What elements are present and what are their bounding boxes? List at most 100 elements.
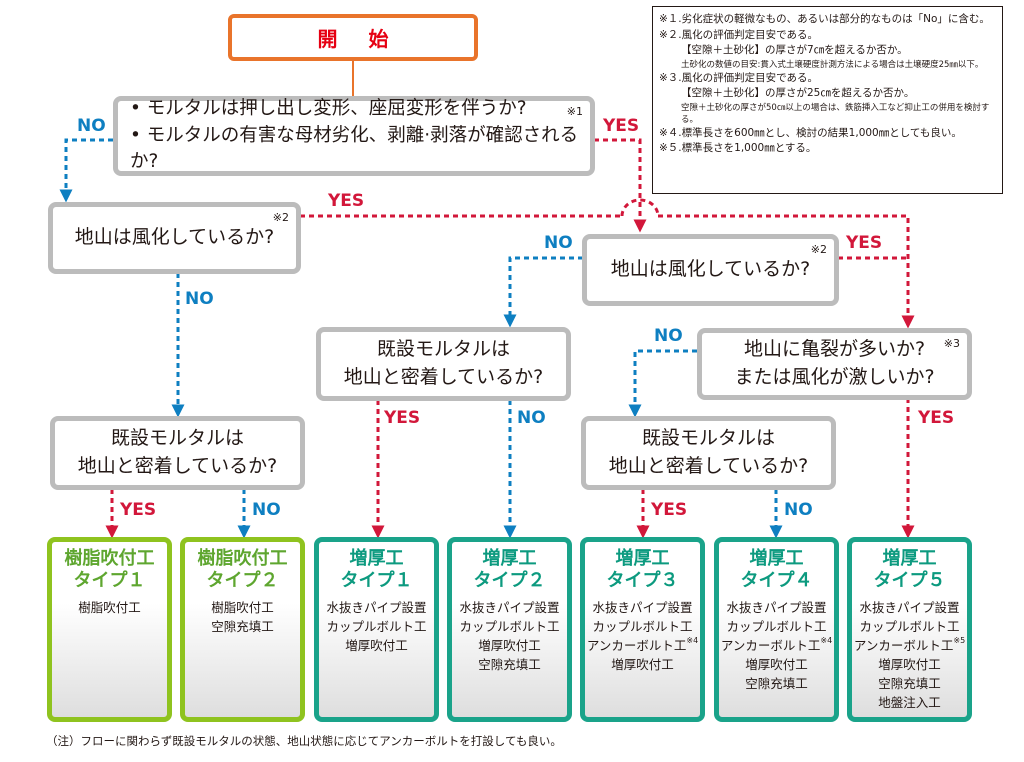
connector-mid-no (503, 256, 583, 328)
note-ref-2-left: ※2 (272, 211, 289, 224)
result-title: 樹脂吹付工 (64, 548, 155, 569)
result-item: 増厚吹付工 (345, 638, 408, 653)
note-2: ※２.風化の評価判定目安である。 (659, 28, 819, 41)
item-note-ref: ※4 (686, 636, 699, 645)
connector-left-yes-hop (620, 198, 660, 217)
note-ref-3: ※3 (943, 337, 960, 350)
label-yes: YES (384, 408, 421, 428)
result-items: 水抜きパイプ設置 カップルボルト工 アンカーボルト工※5 増厚吹付工 空隙充填工… (852, 598, 967, 712)
result-thick-type4: 増厚工 タイプ４ 水抜きパイプ設置 カップルボルト工 アンカーボルト工※4 増厚… (714, 537, 839, 722)
result-title: 増厚工 (882, 548, 937, 569)
question-line-2: 地山と密着しているか? (608, 455, 809, 477)
result-item: アンカーボルト工※4 (719, 636, 834, 655)
result-item: 増厚吹付工 (878, 657, 941, 672)
note-3: ※３.風化の評価判定目安である。 (659, 71, 819, 84)
start-box: 開 始 (228, 14, 478, 61)
result-item: 空隙充填工 (745, 676, 808, 691)
note-ref-2-mid: ※2 (810, 243, 827, 256)
result-item: 増厚吹付工 (745, 657, 808, 672)
result-item: 空隙充填工 (878, 676, 941, 691)
result-item: 地盤注入工 (878, 695, 941, 710)
item-note-ref: ※5 (953, 636, 966, 645)
note-2-detail: 土砂化の数値の目安:貫入式土壌硬度計測方法による場合は土壌硬度25㎜以下。 (681, 59, 984, 70)
label-no: NO (784, 500, 813, 520)
result-title: 増厚工 (349, 548, 404, 569)
question-adhesion-mid: 既設モルタルは 地山と密着しているか? (316, 327, 571, 401)
question-deformation: ※1 • モルタルは押し出し変形、座屈変形を伴うか? • モルタルの有害な母材劣… (113, 96, 595, 176)
connector-q1-yes (594, 138, 647, 233)
question-line-1: 既設モルタルは (641, 427, 775, 450)
note-4: ※４.標準長さを600㎜とし、検討の結果1,000㎜としても良い。 (659, 126, 962, 139)
question-adhesion-left: 既設モルタルは 地山と密着しているか? (50, 416, 305, 490)
result-thick-type3: 増厚工 タイプ３ 水抜きパイプ設置 カップルボルト工 アンカーボルト工※4 増厚… (580, 537, 705, 722)
result-type: タイプ１ (73, 570, 146, 591)
result-items: 水抜きパイプ設置 カップルボルト工 アンカーボルト工※4 増厚吹付工 (585, 598, 700, 674)
result-item: 空隙充填工 (211, 619, 274, 634)
label-yes: YES (328, 191, 365, 211)
question-text: 地山は風化しているか? (610, 258, 811, 281)
result-title: 増厚工 (615, 548, 670, 569)
question-weathered-mid: ※2 地山は風化しているか? (582, 234, 839, 306)
result-item: 水抜きパイプ設置 (326, 600, 427, 615)
item-note-ref: ※4 (820, 636, 833, 645)
question-text: 地山は風化しているか? (74, 226, 275, 249)
notes-panel: ※１.劣化症状の軽微なもの、あるいは部分的なものは「No」に含む。 ※２.風化の… (652, 6, 1003, 194)
result-item: 水抜きパイプ設置 (726, 600, 827, 615)
footer-note: （注）フローに関わらず既設モルタルの状態、地山状態に応じてアンカーボルトを打設し… (46, 734, 562, 748)
result-type: タイプ５ (873, 570, 946, 591)
label-no: NO (517, 408, 546, 428)
label-no: NO (654, 326, 683, 346)
result-items: 樹脂吹付工 空隙充填工 (185, 598, 300, 636)
connector-q1-no (59, 138, 113, 203)
question-line-1: 既設モルタルは (110, 427, 244, 450)
result-item: カップルボルト工 (459, 619, 560, 634)
question-cracks: ※3 地山に亀裂が多いか? または風化が激しいか? (697, 328, 972, 400)
result-items: 水抜きパイプ設置 カップルボルト工 増厚吹付工 (319, 598, 434, 655)
connector-left-yes-right (658, 214, 915, 329)
result-resin-type1: 樹脂吹付工 タイプ１ 樹脂吹付工 (47, 537, 172, 722)
question-weathered-left: ※2 地山は風化しているか? (48, 202, 301, 274)
result-item-text: アンカーボルト工 (720, 638, 821, 653)
result-item: 樹脂吹付工 (78, 600, 141, 615)
question-line-2: • モルタルの有害な母材劣化、剥離·剥落が確認されるか? (130, 124, 579, 173)
result-thick-type1: 増厚工 タイプ１ 水抜きパイプ設置 カップルボルト工 増厚吹付工 (314, 537, 439, 722)
result-item: 空隙充填工 (478, 657, 541, 672)
label-yes: YES (918, 408, 955, 428)
note-ref-1: ※1 (566, 105, 583, 118)
result-title: 増厚工 (482, 548, 537, 569)
question-line-1: 既設モルタルは (376, 338, 510, 361)
result-item: 樹脂吹付工 (211, 600, 274, 615)
result-resin-type2: 樹脂吹付工 タイプ２ 樹脂吹付工 空隙充填工 (180, 537, 305, 722)
question-line-1: 地山に亀裂が多いか? (743, 338, 926, 361)
label-no: NO (252, 500, 281, 520)
question-line-1: • モルタルは押し出し変形、座屈変形を伴うか? (130, 97, 527, 119)
result-item: 増厚吹付工 (478, 638, 541, 653)
result-item: 増厚吹付工 (611, 657, 674, 672)
connector-cracks-no (628, 349, 697, 418)
result-item: カップルボルト工 (859, 619, 960, 634)
label-yes: YES (846, 233, 883, 253)
label-yes: YES (651, 500, 688, 520)
result-type: タイプ１ (340, 570, 413, 591)
result-type: タイプ３ (606, 570, 679, 591)
note-2-criterion: 【空隙＋土砂化】の厚さが7㎝を超えるか否か。 (681, 44, 908, 56)
result-type: タイプ２ (206, 570, 279, 591)
result-item: 水抜きパイプ設置 (859, 600, 960, 615)
start-label: 開 始 (317, 27, 401, 51)
question-line-2: 地山と密着しているか? (343, 366, 544, 388)
result-items: 樹脂吹付工 (52, 598, 167, 617)
result-item-text: アンカーボルト工 (853, 638, 954, 653)
label-no: NO (185, 289, 214, 309)
note-3-criterion: 【空隙＋土砂化】の厚さが25㎝を超えるか否か。 (681, 87, 915, 99)
result-items: 水抜きパイプ設置 カップルボルト工 アンカーボルト工※4 増厚吹付工 空隙充填工 (719, 598, 834, 693)
result-item: アンカーボルト工※5 (852, 636, 967, 655)
result-type: タイプ２ (473, 570, 546, 591)
result-thick-type5: 増厚工 タイプ５ 水抜きパイプ設置 カップルボルト工 アンカーボルト工※5 増厚… (847, 537, 972, 722)
result-thick-type2: 増厚工 タイプ２ 水抜きパイプ設置 カップルボルト工 増厚吹付工 空隙充填工 (447, 537, 572, 722)
question-line-2: または風化が激しいか? (734, 366, 935, 388)
result-item: カップルボルト工 (592, 619, 693, 634)
result-item: アンカーボルト工※4 (585, 636, 700, 655)
result-item-text: アンカーボルト工 (586, 638, 687, 653)
result-type: タイプ４ (740, 570, 813, 591)
